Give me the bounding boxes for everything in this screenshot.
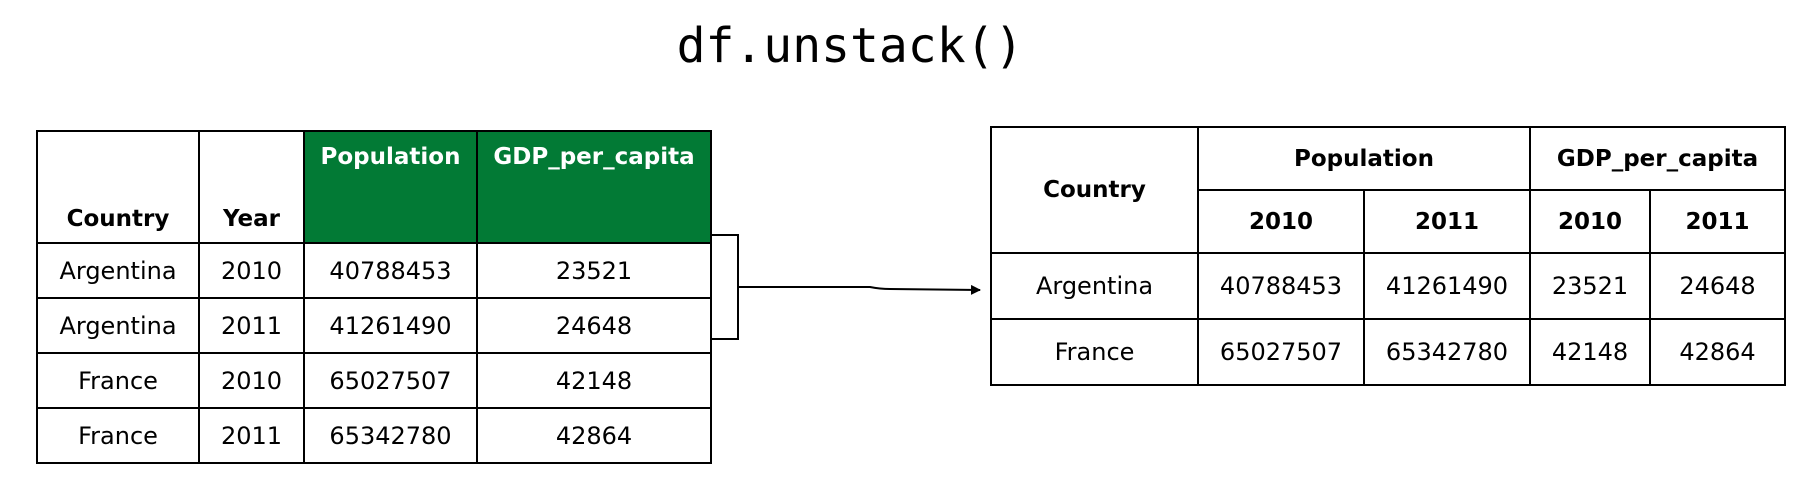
cell-population-2011: 41261490 bbox=[1363, 252, 1531, 320]
cell-population: 65342780 bbox=[303, 407, 478, 464]
stacked-table: Country Year Population GDP_per_capita A… bbox=[36, 130, 712, 464]
cell-country: Argentina bbox=[990, 252, 1199, 320]
header-year: 2011 bbox=[1363, 189, 1531, 254]
cell-year: 2010 bbox=[198, 242, 305, 299]
header-country: Country bbox=[990, 126, 1199, 254]
cell-gdp: 23521 bbox=[476, 242, 712, 299]
cell-population: 40788453 bbox=[303, 242, 478, 299]
bracket bbox=[712, 234, 739, 340]
header-gdp-per-capita: GDP_per_capita bbox=[476, 130, 712, 244]
unstacked-table-group-row: Country Population GDP_per_capita bbox=[990, 126, 1786, 254]
cell-year: 2011 bbox=[198, 407, 305, 464]
table-row: Argentina 2011 41261490 24648 bbox=[36, 297, 712, 354]
arrow bbox=[738, 284, 981, 295]
table-row: Argentina 2010 40788453 23521 bbox=[36, 242, 712, 299]
header-group-gdp-per-capita: GDP_per_capita bbox=[1529, 126, 1786, 191]
header-year: 2011 bbox=[1649, 189, 1786, 254]
table-row: Argentina 40788453 41261490 23521 24648 bbox=[990, 252, 1786, 320]
page-title: df.unstack() bbox=[676, 18, 1024, 74]
cell-gdp: 24648 bbox=[476, 297, 712, 354]
cell-gdp: 42864 bbox=[476, 407, 712, 464]
unstacked-table: Country Population GDP_per_capita 2010 2… bbox=[990, 126, 1786, 386]
cell-population: 65027507 bbox=[303, 352, 478, 409]
cell-gdp-2011: 42864 bbox=[1649, 318, 1786, 386]
cell-gdp-2010: 42148 bbox=[1529, 318, 1651, 386]
header-population: Population bbox=[303, 130, 478, 244]
table-row: France 65027507 65342780 42148 42864 bbox=[990, 318, 1786, 386]
cell-population-2010: 40788453 bbox=[1197, 252, 1365, 320]
cell-gdp: 42148 bbox=[476, 352, 712, 409]
unstacked-table-year-row: 2010 2011 2010 2011 bbox=[991, 189, 1786, 254]
cell-year: 2010 bbox=[198, 352, 305, 409]
cell-country: France bbox=[36, 352, 200, 409]
cell-country: France bbox=[36, 407, 200, 464]
header-year: Year bbox=[198, 130, 305, 244]
cell-country: Argentina bbox=[36, 297, 200, 354]
header-year: 2010 bbox=[1529, 189, 1651, 254]
header-group-population: Population bbox=[1197, 126, 1531, 191]
cell-country: Argentina bbox=[36, 242, 200, 299]
table-row: France 2011 65342780 42864 bbox=[36, 407, 712, 464]
cell-population: 41261490 bbox=[303, 297, 478, 354]
cell-population-2010: 65027507 bbox=[1197, 318, 1365, 386]
header-year: 2010 bbox=[1197, 189, 1365, 254]
header-country: Country bbox=[36, 130, 200, 244]
cell-population-2011: 65342780 bbox=[1363, 318, 1531, 386]
cell-gdp-2011: 24648 bbox=[1649, 252, 1786, 320]
cell-country: France bbox=[990, 318, 1199, 386]
cell-year: 2011 bbox=[198, 297, 305, 354]
table-row: France 2010 65027507 42148 bbox=[36, 352, 712, 409]
cell-gdp-2010: 23521 bbox=[1529, 252, 1651, 320]
stacked-table-header-row: Country Year Population GDP_per_capita bbox=[36, 130, 712, 244]
